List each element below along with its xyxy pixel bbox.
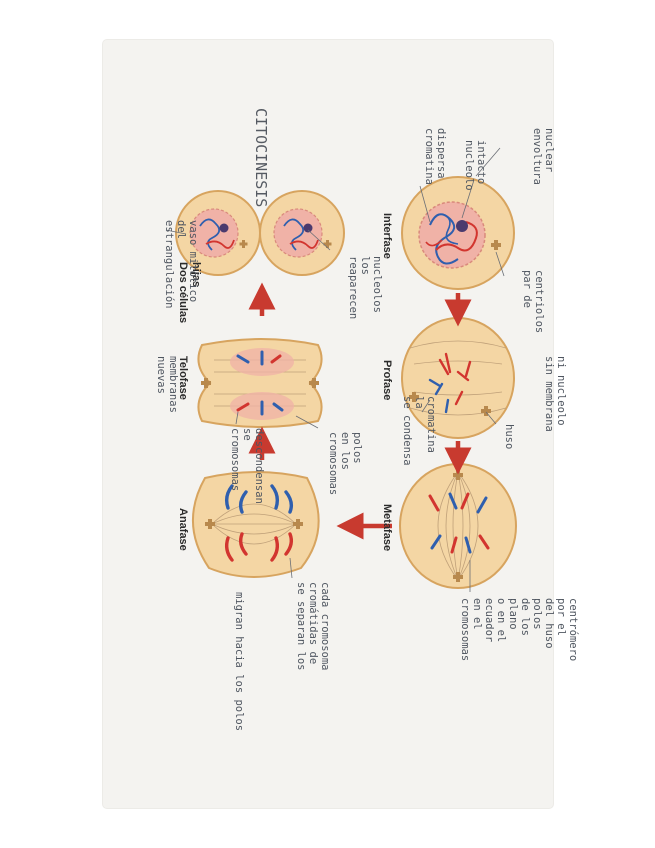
svg-text:sin membranani nucleolo: sin membranani nucleolo <box>543 356 567 432</box>
svg-text:cromosomas en el: cromosomas en el ecuador o en el plano d… <box>459 598 579 668</box>
nucleolus <box>304 224 313 233</box>
stage-label-profase: Profase <box>381 360 393 400</box>
note-migran: migran hacia los polos <box>233 592 245 731</box>
note-se-separan: se separan loscromátidas decada cromosom… <box>290 558 331 671</box>
profase-cell <box>402 318 514 438</box>
telofase-cell <box>198 339 321 427</box>
stage-label-anafase: Anafase <box>177 508 189 551</box>
metafase-cell <box>400 464 516 588</box>
svg-text:cromosomasen lospolos: cromosomasen lospolos <box>327 432 363 495</box>
svg-text:se condensalacromatina: se condensalacromatina <box>401 396 437 466</box>
heading-citocinesis: CITOCINESIS <box>252 108 270 207</box>
interfase-nucleus <box>419 202 485 268</box>
svg-text:nuevasmembranas: nuevasmembranas <box>155 356 179 413</box>
svg-text:se separan loscromátidas decad: se separan loscromátidas decada cromosom… <box>295 582 331 671</box>
nucleolus <box>220 224 229 233</box>
note-sin-membrana: sin membranani nucleolo <box>543 356 567 432</box>
svg-text:reaparecenlosnucleolos: reaparecenlosnucleolos <box>347 256 383 319</box>
svg-text:envolturanuclear: envolturanuclear <box>531 128 555 185</box>
svg-text:par decentriolos: par decentriolos <box>521 270 545 333</box>
svg-text:huso: huso <box>503 424 515 449</box>
daughter-cell-right <box>260 191 344 275</box>
stage-label-interfase: Interfase <box>381 213 393 259</box>
note-nuevas-membranas: nuevasmembranas <box>155 356 179 413</box>
svg-text:nucleolointacto: nucleolointacto <box>463 140 487 191</box>
note-se-condensa: se condensalacromatina <box>401 396 437 466</box>
nucleolus <box>456 220 468 232</box>
interfase-cell <box>402 177 514 289</box>
svg-text:cromatinadispersa: cromatinadispersa <box>423 128 447 185</box>
stage-label-metafase: Metafase <box>381 504 393 551</box>
svg-text:migran hacia los polos: migran hacia los polos <box>233 592 245 731</box>
